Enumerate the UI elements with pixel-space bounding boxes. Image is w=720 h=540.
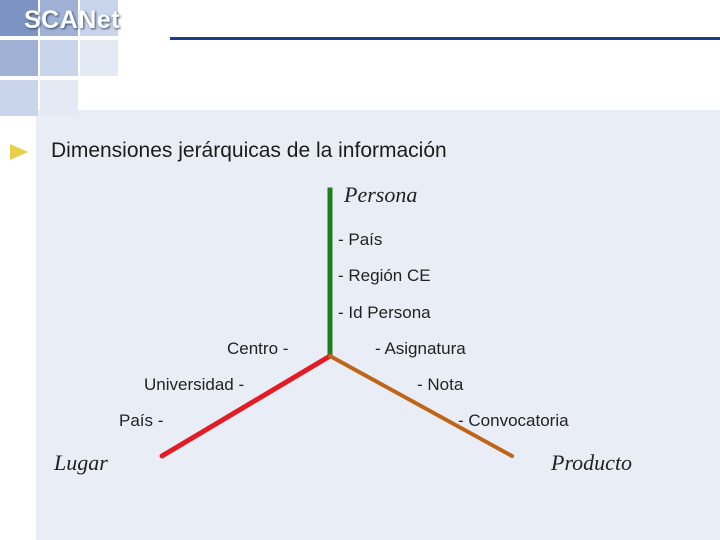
persona-label: Persona [344, 182, 418, 207]
producto-label: Producto [551, 450, 633, 475]
persona-level-1: - País [338, 230, 383, 249]
header-grid-decoration [0, 0, 118, 116]
content-panel [36, 110, 720, 540]
header-rule [170, 37, 720, 40]
lugar-level-3: País - [119, 411, 164, 430]
producto-axis-line [328, 354, 514, 458]
slide-title: Dimensiones jerárquicas de la informació… [51, 139, 447, 162]
persona-level-2: - Región CE [338, 266, 431, 285]
lugar-label: Lugar [54, 450, 108, 475]
lugar-axis-line [159, 353, 333, 459]
producto-level-1: - Asignatura [375, 339, 466, 358]
bullet-arrow-icon [10, 144, 28, 160]
producto-level-3: - Convocatoria [458, 411, 569, 430]
lugar-level-1: Centro - [227, 339, 289, 358]
logo: SCANet [24, 6, 121, 34]
lugar-level-2: Universidad - [144, 375, 245, 394]
producto-level-2: - Nota [417, 375, 464, 394]
persona-level-3: - Id Persona [338, 303, 431, 322]
